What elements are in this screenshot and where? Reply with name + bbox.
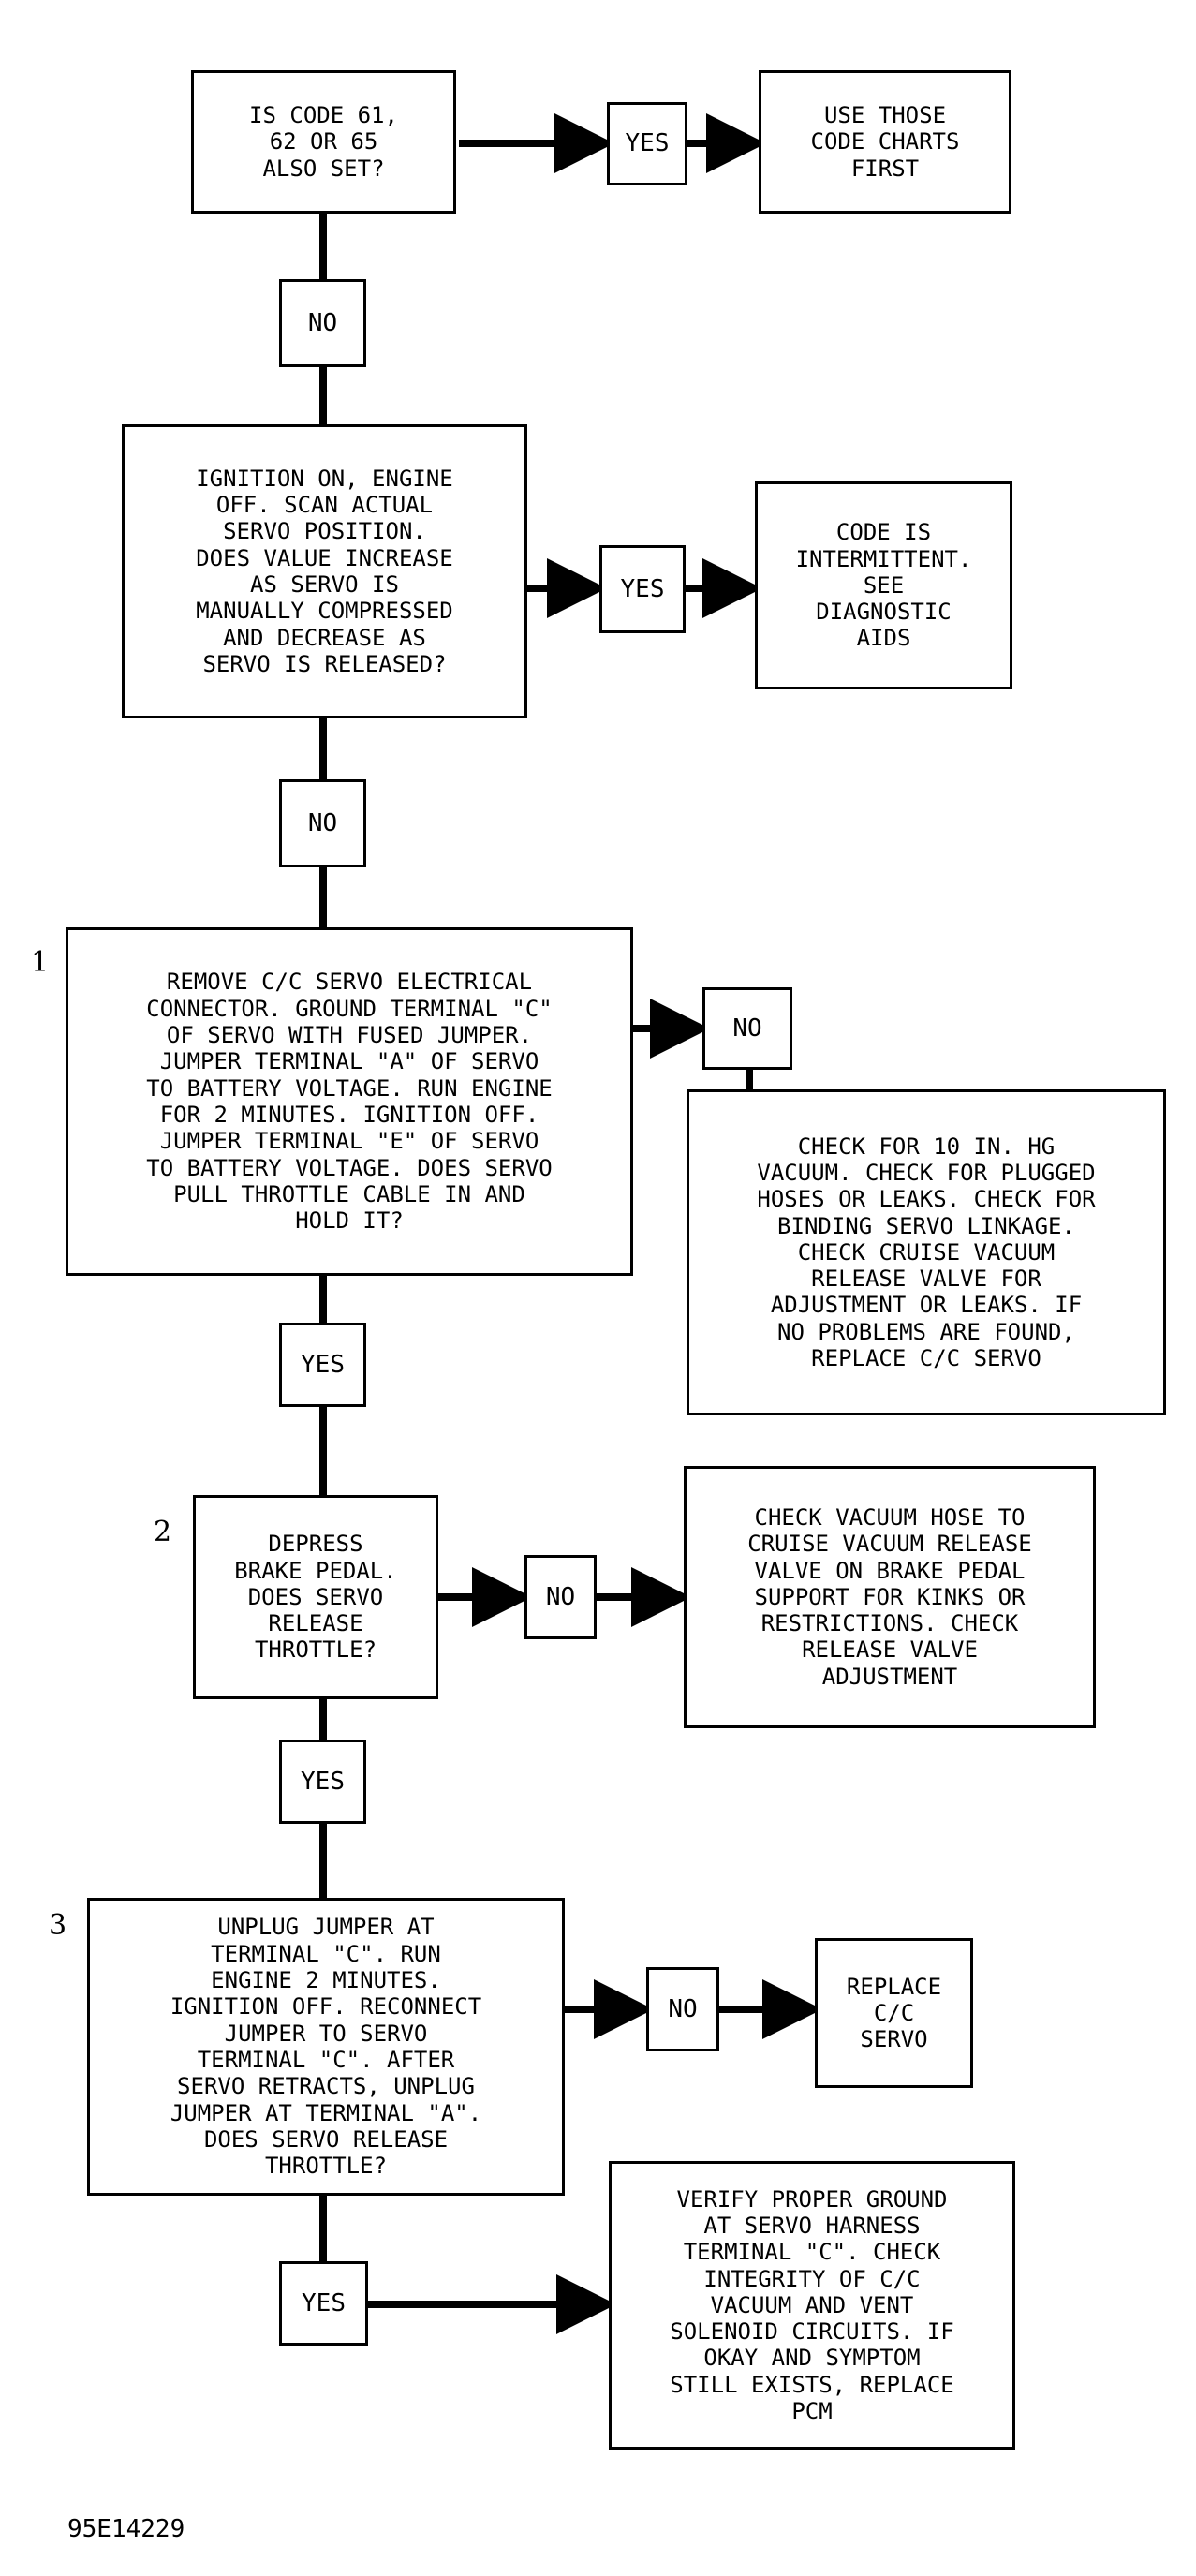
yes-label-3: YES xyxy=(279,1323,366,1407)
servo-position-question-box: IGNITION ON, ENGINE OFF. SCAN ACTUAL SER… xyxy=(122,424,527,718)
figure-id-label: 95E14229 xyxy=(67,2515,185,2543)
check-vacuum-box: CHECK FOR 10 IN. HG VACUUM. CHECK FOR PL… xyxy=(687,1089,1166,1415)
unplug-jumper-question-box: UNPLUG JUMPER AT TERMINAL "C". RUN ENGIN… xyxy=(87,1898,565,2196)
step-number-2: 2 xyxy=(154,1516,172,1548)
step-number-3: 3 xyxy=(49,1909,67,1942)
no-label-4: NO xyxy=(524,1555,597,1639)
check-vacuum-hose-box: CHECK VACUUM HOSE TO CRUISE VACUUM RELEA… xyxy=(684,1466,1096,1728)
brake-pedal-question-box: DEPRESS BRAKE PEDAL. DOES SERVO RELEASE … xyxy=(193,1495,438,1699)
use-code-charts-box: USE THOSE CODE CHARTS FIRST xyxy=(759,70,1011,214)
code-intermittent-box: CODE IS INTERMITTENT. SEE DIAGNOSTIC AID… xyxy=(755,481,1012,689)
yes-label-4: YES xyxy=(279,1740,366,1824)
step-number-1: 1 xyxy=(31,946,50,979)
replace-servo-box: REPLACE C/C SERVO xyxy=(815,1938,973,2088)
code-question-box: IS CODE 61, 62 OR 65 ALSO SET? xyxy=(191,70,456,214)
no-label-3: NO xyxy=(702,987,792,1070)
yes-label-1: YES xyxy=(607,102,687,185)
no-label-5: NO xyxy=(646,1967,719,2051)
yes-label-2: YES xyxy=(599,545,686,633)
no-label-1: NO xyxy=(279,279,366,367)
verify-ground-box: VERIFY PROPER GROUND AT SERVO HARNESS TE… xyxy=(609,2161,1015,2450)
no-label-2: NO xyxy=(279,779,366,867)
servo-connector-question-box: REMOVE C/C SERVO ELECTRICAL CONNECTOR. G… xyxy=(66,927,633,1276)
yes-label-5: YES xyxy=(279,2261,368,2346)
